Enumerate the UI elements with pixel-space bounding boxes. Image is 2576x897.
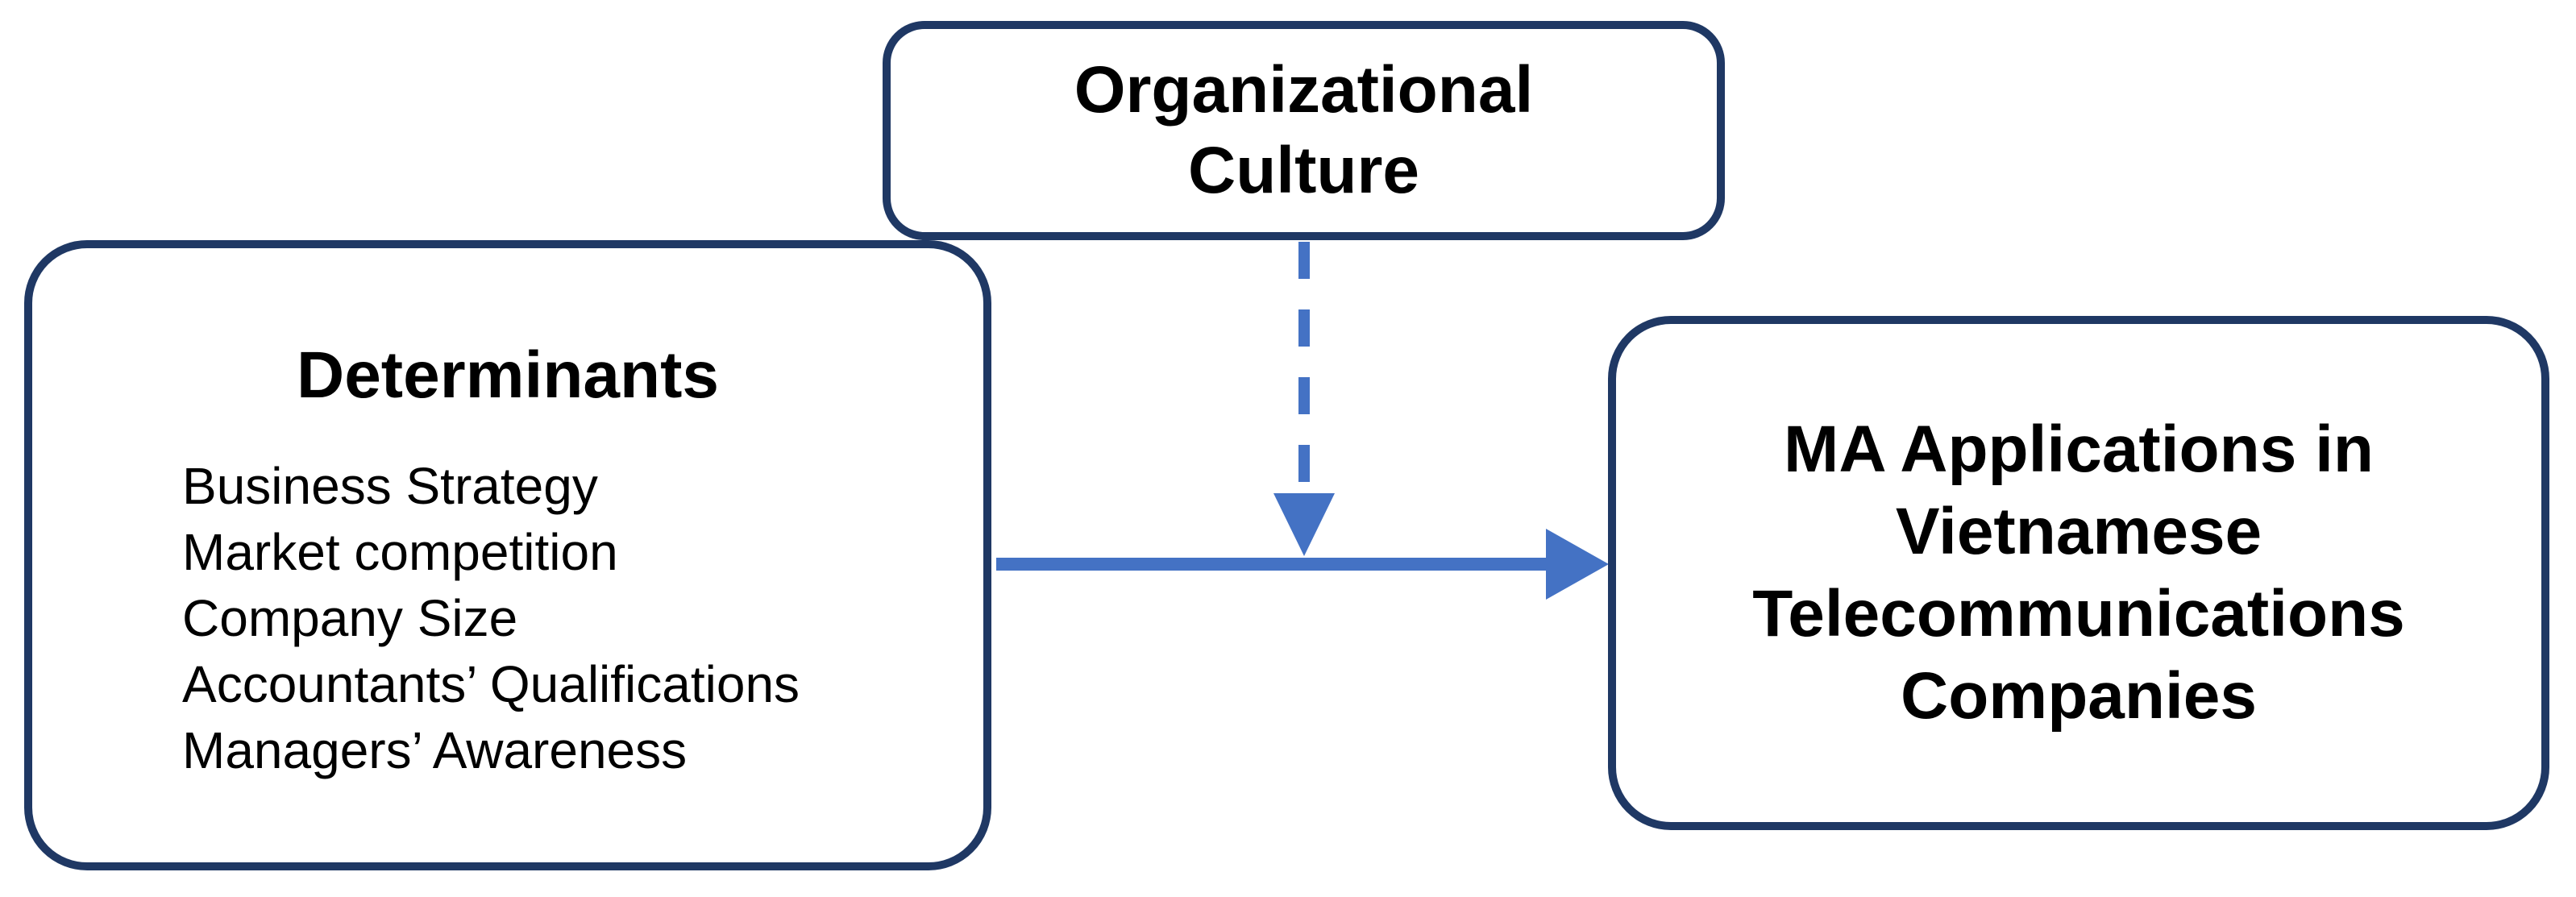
determinants-box: Determinants Business Strategy Market co… (24, 240, 991, 870)
determinant-item: Company Size (182, 589, 518, 647)
determinant-item: Business Strategy (182, 457, 598, 515)
organizational-culture-title: Organizational Culture (1074, 53, 1534, 207)
ma-applications-title: MA Applications in Vietnamese Telecommun… (1752, 413, 2405, 733)
determinants-list: Business Strategy Market competition Com… (32, 453, 983, 783)
dashed-arrow-head-icon (1273, 493, 1335, 556)
determinant-item: Accountants’ Qualifications (182, 655, 800, 713)
determinant-item: Managers’ Awareness (182, 721, 688, 779)
determinant-item: Market competition (182, 523, 618, 581)
solid-arrow-head-icon (1546, 529, 1609, 600)
ma-applications-box: MA Applications in Vietnamese Telecommun… (1608, 316, 2549, 830)
organizational-culture-box: Organizational Culture (883, 21, 1725, 240)
determinants-title: Determinants (296, 338, 720, 412)
